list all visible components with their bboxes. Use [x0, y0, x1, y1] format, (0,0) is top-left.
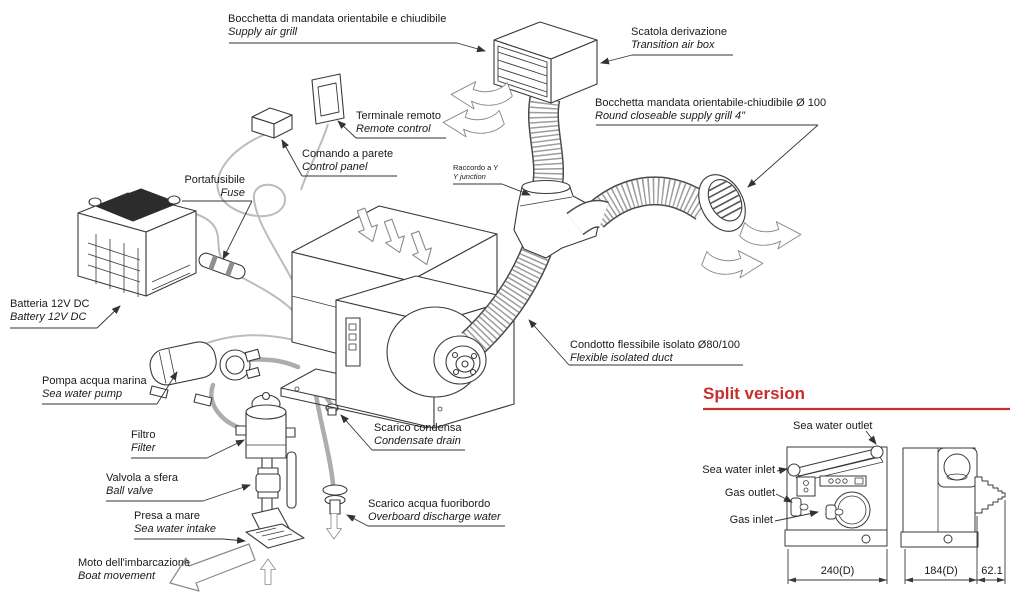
fuse-holder-drawing — [198, 252, 246, 280]
supply-grill-box-drawing — [493, 21, 598, 104]
label-overboard-discharge: Scarico acqua fuoribordo Overboard disch… — [368, 498, 501, 523]
label-remote-control-it: Terminale remoto — [356, 110, 441, 122]
label-sea-water-pump-it: Pompa acqua marina — [42, 375, 147, 387]
label-condensate-drain: Scarico condensa Condensate drain — [374, 422, 461, 447]
split-version-title: Split version — [703, 384, 806, 403]
filter-drawing — [235, 391, 296, 459]
label-ball-valve: Valvola a sfera Ball valve — [106, 472, 178, 497]
label-filter-en: Filter — [131, 441, 156, 454]
duct-flexible-main — [461, 244, 552, 356]
dimension-lines — [787, 500, 1006, 584]
label-transition-air-box-it: Scatola derivazione — [631, 26, 728, 38]
round-grill-drawing — [698, 174, 749, 232]
label-remote-control-en: Remote control — [356, 122, 431, 135]
wiring-cables — [192, 123, 329, 345]
label-fuse-it: Portafusibile — [184, 174, 245, 186]
label-transition-air-box-en: Transition air box — [631, 38, 715, 51]
label-supply-air-grill-en: Supply air grill — [228, 25, 298, 38]
label-flexible-duct: Condotto flessibile isolato Ø80/100 Flex… — [570, 339, 740, 364]
label-sea-water-inlet: Sea water inlet — [702, 464, 775, 476]
label-condensate-drain-en: Condensate drain — [374, 434, 461, 447]
label-battery-it: Batteria 12V DC — [10, 298, 90, 310]
label-boat-movement: Moto dell'imbarcazione Boat movement — [78, 557, 190, 582]
label-sea-water-intake-it: Presa a mare — [134, 510, 201, 522]
label-filter-it: Filtro — [131, 429, 156, 441]
label-battery-en: Battery 12V DC — [10, 310, 87, 323]
label-sea-water-pump-en: Sea water pump — [42, 387, 123, 400]
label-condensate-drain-it: Scarico condensa — [374, 422, 462, 434]
label-boat-movement-it: Moto dell'imbarcazione — [78, 557, 191, 569]
duct-vertical — [527, 94, 565, 192]
label-sea-water-pump: Pompa acqua marina Sea water pump — [42, 375, 147, 400]
label-remote-control: Terminale remoto Remote control — [356, 110, 441, 135]
label-sea-water-outlet: Sea water outlet — [793, 420, 873, 432]
sea-water-pump-drawing — [149, 341, 261, 407]
label-overboard-discharge-en: Overboard discharge water — [368, 510, 501, 523]
label-ball-valve-it: Valvola a sfera — [106, 472, 178, 484]
label-supply-air-grill-it: Bocchetta di mandata orientabile e chiud… — [228, 13, 447, 25]
control-panel-drawing — [251, 107, 293, 139]
label-ball-valve-en: Ball valve — [106, 484, 154, 497]
battery-drawing — [77, 188, 197, 297]
split-front-view — [784, 445, 888, 547]
dimension-side-width: 184(D) — [924, 565, 958, 577]
label-control-panel: Comando a parete Control panel — [302, 148, 393, 173]
label-y-junction-it: Raccordo a Y — [453, 163, 499, 172]
blower-flange — [433, 335, 487, 385]
label-filter: Filtro Filter — [131, 429, 155, 454]
label-gas-outlet: Gas outlet — [724, 487, 775, 499]
label-fuse: Portafusibile Fuse — [165, 174, 245, 199]
label-flexible-duct-it: Condotto flessibile isolato Ø80/100 — [570, 339, 740, 351]
label-overboard-discharge-it: Scarico acqua fuoribordo — [368, 498, 491, 510]
duct-flexible-right — [584, 176, 713, 229]
remote-control-drawing — [311, 73, 345, 125]
label-round-supply-grill-it: Bocchetta mandata orientabile-chiudibile… — [595, 97, 827, 109]
label-sea-water-intake-en: Sea water intake — [134, 522, 216, 535]
label-supply-air-grill: Bocchetta di mandata orientabile e chiud… — [228, 13, 446, 38]
label-battery: Batteria 12V DC Battery 12V DC — [10, 298, 89, 323]
ball-valve-intake-drawing — [245, 451, 305, 549]
label-control-panel-en: Control panel — [302, 160, 368, 173]
label-sea-water-intake: Presa a mare Sea water intake — [134, 510, 216, 535]
dimension-front-width: 240(D) — [820, 565, 855, 577]
label-boat-movement-en: Boat movement — [78, 569, 156, 582]
label-flexible-duct-en: Flexible isolated duct — [570, 351, 673, 364]
leader-lines — [10, 42, 877, 544]
dimension-side-extension: 62.1 — [981, 565, 1003, 577]
overboard-discharge-fitting — [322, 403, 348, 515]
label-control-panel-it: Comando a parete — [302, 148, 394, 160]
label-round-supply-grill: Bocchetta mandata orientabile-chiudibile… — [595, 97, 826, 122]
label-y-junction-en: Y junction — [453, 171, 486, 181]
label-fuse-en: Fuse — [220, 186, 245, 199]
y-junction-drawing — [513, 179, 609, 259]
label-gas-inlet: Gas inlet — [729, 514, 773, 526]
label-y-junction: Raccordo a Y Y junction — [453, 163, 499, 181]
split-side-view — [900, 447, 1006, 548]
boat-movement-arrow — [169, 543, 256, 592]
label-transition-air-box: Scatola derivazione Transition air box — [631, 26, 727, 51]
label-round-supply-grill-en: Round closeable supply grill 4" — [595, 109, 746, 122]
